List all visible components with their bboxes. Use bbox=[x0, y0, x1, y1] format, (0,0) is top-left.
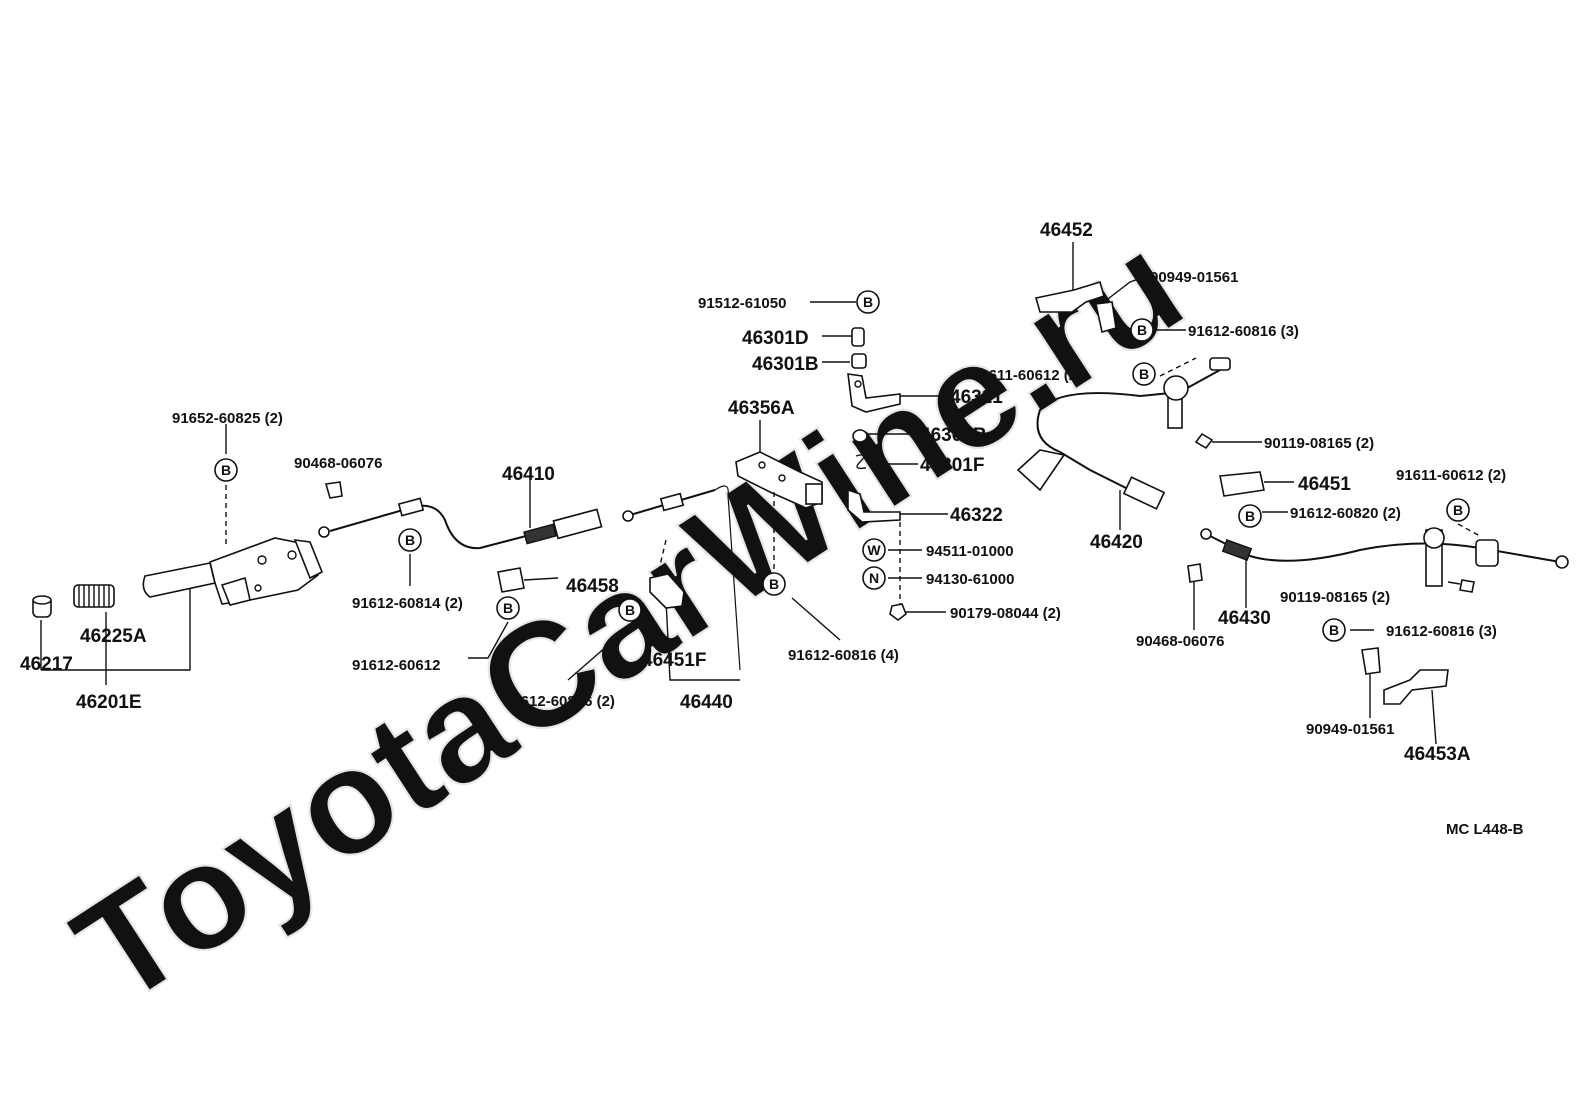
clip-90468-06076-right bbox=[1187, 563, 1203, 630]
label-91652-60825: 91652-60825 (2) bbox=[172, 410, 283, 427]
label-46301B-mid: 46301B bbox=[920, 425, 987, 446]
spring-46225A bbox=[73, 584, 115, 608]
label-46225A: 46225A bbox=[80, 626, 147, 647]
bracket-46451 bbox=[1219, 471, 1294, 513]
bracket-46451F bbox=[649, 539, 685, 609]
label-90179-08044: 90179-08044 (2) bbox=[950, 605, 1061, 622]
diagram-code: MC L448-B bbox=[1446, 821, 1524, 838]
svg-text:N: N bbox=[869, 570, 879, 586]
label-90949-01561-top: 90949-01561 bbox=[1150, 269, 1238, 286]
label-94511-01000: 94511-01000 bbox=[926, 543, 1014, 560]
label-46430: 46430 bbox=[1218, 608, 1271, 629]
label-91612-60816-2: 91612-60816 (2) bbox=[504, 693, 615, 710]
label-46440: 46440 bbox=[680, 692, 733, 713]
label-90468-06076-right: 90468-06076 bbox=[1136, 633, 1224, 650]
label-91611-60612-left: 91611-60612 (2) bbox=[972, 367, 1082, 384]
label-91612-60816-4: 91612-60816 (4) bbox=[788, 647, 899, 664]
label-46301D: 46301D bbox=[742, 328, 809, 349]
rod-46440 bbox=[622, 485, 741, 681]
label-46451F: 46451F bbox=[642, 650, 706, 671]
bolt-badge-91652-60825: B bbox=[214, 458, 238, 482]
label-46301F: 46301F bbox=[920, 455, 984, 476]
label-46321: 46321 bbox=[950, 387, 1003, 408]
label-46410: 46410 bbox=[502, 464, 555, 485]
center-stack-parts bbox=[810, 301, 948, 621]
nut-badge-94130-61000: N bbox=[862, 566, 886, 590]
label-90949-01561-bottom: 90949-01561 bbox=[1306, 721, 1394, 738]
label-90119-08165-bottom: 90119-08165 (2) bbox=[1280, 589, 1390, 606]
label-91612-60612: 91612-60612 bbox=[352, 657, 440, 674]
svg-text:B: B bbox=[1139, 366, 1149, 382]
svg-text:B: B bbox=[405, 532, 415, 548]
svg-text:B: B bbox=[1329, 622, 1339, 638]
equalizer-46356A bbox=[735, 420, 841, 641]
label-91512-61050: 91512-61050 bbox=[698, 295, 786, 312]
bolt-badge-91611-60612-right: B bbox=[1446, 498, 1470, 522]
svg-text:B: B bbox=[221, 462, 231, 478]
washer-badge-94511-01000: W bbox=[862, 538, 886, 562]
bracket-46453A bbox=[1350, 629, 1449, 745]
label-46301B-top: 46301B bbox=[752, 354, 819, 375]
label-94130-61000: 94130-61000 bbox=[926, 571, 1014, 588]
cable-46410 bbox=[318, 475, 603, 550]
clip-90468-06076-left bbox=[324, 481, 343, 499]
label-46451: 46451 bbox=[1298, 474, 1351, 495]
bolt-badge-91512-61050: B bbox=[856, 290, 880, 314]
label-91611-60612-right: 91611-60612 (2) bbox=[1396, 467, 1506, 484]
cable-46420 bbox=[1016, 357, 1262, 530]
label-90119-08165-top: 90119-08165 (2) bbox=[1264, 435, 1374, 452]
svg-text:B: B bbox=[1137, 322, 1147, 338]
bolt-badge-91612-60612: B bbox=[496, 596, 520, 620]
bracket-46458 bbox=[497, 567, 559, 593]
grip-cap-46217 bbox=[32, 595, 52, 618]
svg-text:B: B bbox=[625, 602, 635, 618]
label-91612-60816-3-top: 91612-60816 (3) bbox=[1188, 323, 1299, 340]
label-46458: 46458 bbox=[566, 576, 619, 597]
svg-text:B: B bbox=[1453, 502, 1463, 518]
label-46322: 46322 bbox=[950, 505, 1003, 526]
svg-text:B: B bbox=[1245, 508, 1255, 524]
label-46356A: 46356A bbox=[728, 398, 795, 419]
bolt-badge-91612-60816-2: B bbox=[618, 598, 642, 622]
leader-lines-rod bbox=[567, 625, 631, 681]
svg-text:B: B bbox=[769, 576, 779, 592]
label-46201E: 46201E bbox=[76, 692, 142, 713]
bolt-badge-91612-60816-3-top: B bbox=[1130, 318, 1154, 342]
svg-text:W: W bbox=[867, 542, 881, 558]
lever-assembly-46201E bbox=[142, 537, 324, 606]
bracket-46452 bbox=[1034, 242, 1186, 334]
leader-lines-cable-mid bbox=[409, 554, 509, 659]
bolt-badge-91612-60816-4: B bbox=[762, 572, 786, 596]
label-91612-60816-3-bottom: 91612-60816 (3) bbox=[1386, 623, 1497, 640]
label-46452: 46452 bbox=[1040, 220, 1093, 241]
cable-46430 bbox=[1200, 523, 1569, 608]
label-91612-60814: 91612-60814 (2) bbox=[352, 595, 463, 612]
svg-text:B: B bbox=[503, 600, 513, 616]
bolt-badge-91611-60612-left: B bbox=[1132, 362, 1156, 386]
label-90468-06076-left: 90468-06076 bbox=[294, 455, 382, 472]
svg-text:B: B bbox=[863, 294, 873, 310]
leader-lines-lever bbox=[40, 424, 227, 685]
bolt-badge-91612-60816-3-bottom: B bbox=[1322, 618, 1346, 642]
bolt-badge-91612-60820: B bbox=[1238, 504, 1262, 528]
label-91612-60820: 91612-60820 (2) bbox=[1290, 505, 1401, 522]
label-46217: 46217 bbox=[20, 654, 73, 675]
label-46420: 46420 bbox=[1090, 532, 1143, 553]
bolt-badge-91612-60814: B bbox=[398, 528, 422, 552]
label-46453A: 46453A bbox=[1404, 744, 1471, 765]
